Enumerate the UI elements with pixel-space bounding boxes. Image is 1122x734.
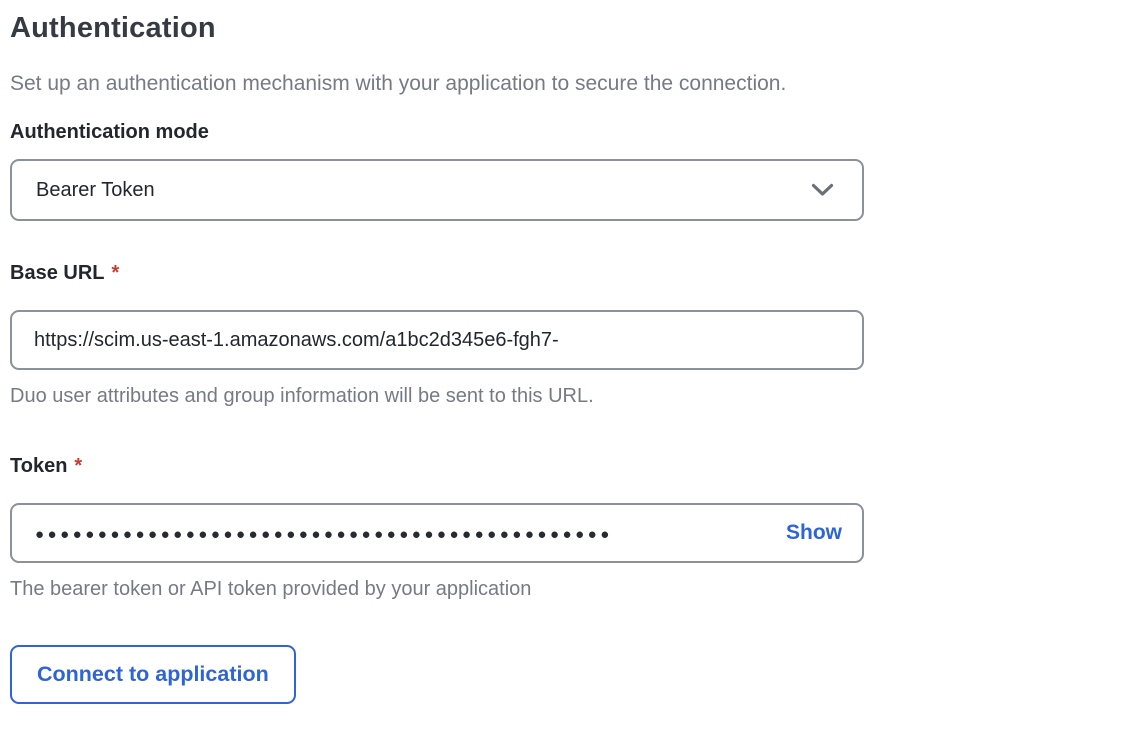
- auth-mode-label: Authentication mode: [10, 121, 209, 143]
- connect-to-application-button[interactable]: Connect to application: [10, 645, 296, 704]
- token-label: Token *: [10, 455, 1112, 478]
- token-label-text: Token: [10, 455, 68, 477]
- show-token-button[interactable]: Show: [776, 521, 842, 545]
- token-required-asterisk: *: [74, 455, 83, 477]
- token-input[interactable]: ●●●●●●●●●●●●●●●●●●●●●●●●●●●●●●●●●●●●●●●●…: [10, 503, 864, 563]
- authentication-section: Authentication Set up an authentication …: [10, 12, 1112, 704]
- base-url-label: Base URL *: [10, 262, 1112, 285]
- page-title: Authentication: [10, 12, 216, 44]
- auth-mode-selected-value: Bearer Token: [36, 178, 155, 201]
- token-helper-text: The bearer token or API token provided b…: [10, 578, 532, 600]
- auth-mode-select[interactable]: Bearer Token: [10, 159, 864, 221]
- base-url-input[interactable]: [10, 310, 864, 370]
- base-url-required-asterisk: *: [111, 262, 120, 284]
- base-url-helper-text: Duo user attributes and group informatio…: [10, 385, 594, 407]
- token-masked-value: ●●●●●●●●●●●●●●●●●●●●●●●●●●●●●●●●●●●●●●●●…: [35, 525, 613, 542]
- page-subtitle: Set up an authentication mechanism with …: [10, 72, 787, 95]
- chevron-down-icon: [811, 183, 834, 196]
- base-url-label-text: Base URL: [10, 262, 105, 284]
